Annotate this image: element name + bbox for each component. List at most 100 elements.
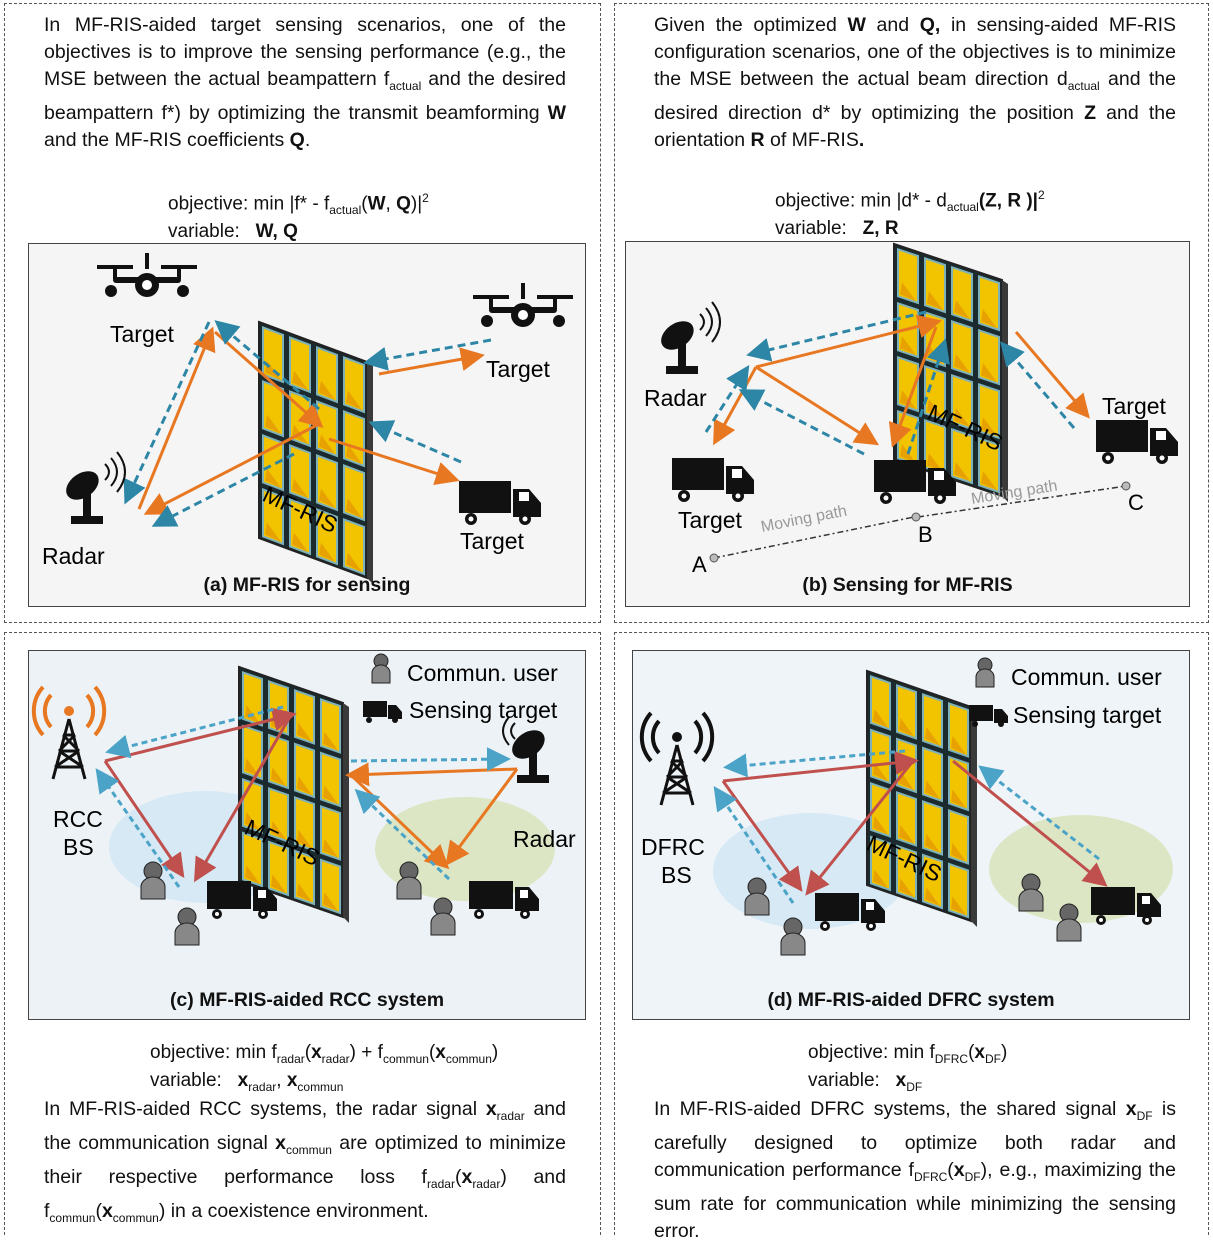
drone-icon	[97, 253, 197, 297]
legend-user: Commun. user	[407, 660, 558, 686]
ris-tile-shade	[346, 390, 362, 410]
quadrant-a-paragraph: In MF-RIS-aided target sensing scenarios…	[44, 14, 566, 151]
ris-tile-shade	[951, 896, 966, 915]
panel-d: Commun. user Sensing target DFRC BS MF-R…	[632, 650, 1190, 1020]
ris-tile-shade	[951, 735, 966, 755]
radar-icon	[661, 301, 721, 374]
label-target-2: Target	[486, 356, 551, 382]
ris-tile-shade	[900, 336, 916, 355]
beam-arrows-a	[123, 320, 492, 527]
legend-truck-icon	[363, 701, 402, 723]
ris-tile-shade	[873, 815, 888, 835]
ris-tile-shade	[245, 865, 260, 884]
ris-tile-shade	[245, 811, 260, 831]
user-icon	[140, 861, 166, 900]
label-moving-path-1: Moving path	[760, 503, 849, 536]
moving-path	[713, 485, 1127, 559]
ris-tile-shade	[927, 399, 943, 418]
ris-tile-shade	[951, 842, 966, 862]
quadrant-d-objective: objective: min fDFRC(xDF) variable: xDF	[808, 1042, 1008, 1094]
truck-icon	[1096, 420, 1178, 464]
label-radar: Radar	[42, 543, 105, 569]
beam-arrows-d	[713, 749, 1108, 904]
label-bs: BS	[63, 834, 94, 860]
user-icon	[1056, 903, 1082, 942]
ris-tile-shade	[925, 726, 940, 746]
caption-c: (c) MF-RIS-aided RCC system	[169, 989, 445, 1011]
quadrant-b-paragraph: Given the optimized W and Q, in sensing-…	[654, 14, 1176, 151]
ris-tile-shade	[346, 498, 362, 518]
caption-a: (a) MF-RIS for sensing	[203, 574, 411, 596]
ris-tile-shade	[346, 444, 362, 464]
label-b: B	[918, 522, 933, 547]
quadrant-a	[4, 3, 601, 623]
point-a	[709, 553, 719, 563]
ris-tile-shade	[323, 838, 338, 858]
user-icon	[1018, 873, 1044, 912]
label-a: A	[692, 552, 707, 577]
mf-ris-icon	[866, 669, 977, 927]
ris-tile-shade	[927, 291, 943, 310]
diagram-d: Commun. user Sensing target DFRC BS MF-R…	[639, 657, 1173, 956]
label-target-right: Target	[1102, 393, 1167, 419]
quadrant-b-objective: objective: min |d* - dactual(Z, R )|2 va…	[775, 188, 1045, 240]
ris-tile-shade	[297, 883, 312, 902]
beam-arrows-b	[704, 310, 1090, 456]
ris-tile-shade	[981, 363, 997, 382]
ris-tile-shade	[271, 820, 286, 840]
legend-user-icon	[975, 657, 995, 688]
ris-tile-shade	[899, 878, 914, 897]
ris-tile-shade	[981, 309, 997, 328]
quadrant-c	[4, 632, 601, 1235]
mf-ris-icon	[238, 665, 349, 923]
ris-tile-shade	[873, 708, 888, 728]
truck-icon	[469, 881, 539, 919]
mf-ris-icon	[258, 320, 373, 584]
caption-b: (b) Sensing for MF-RIS	[802, 574, 1013, 596]
ris-tile-shade	[925, 887, 940, 906]
diagram-c: Commun. user Sensing target RCC BS Radar…	[31, 653, 576, 946]
user-icon	[744, 877, 770, 916]
panel-b: A B C Moving path Moving path Radar Targ…	[625, 241, 1190, 607]
truck-icon	[815, 893, 885, 931]
ris-tile-shade	[925, 780, 940, 799]
ris-tile-shade	[900, 282, 916, 301]
diagram-a: Target Target Target Radar MF-RIS	[42, 253, 573, 584]
ris-tile-shade	[265, 468, 281, 488]
legend-truck-icon	[969, 705, 1008, 727]
legend-target: Sensing target	[409, 697, 558, 723]
user-icon	[396, 861, 422, 900]
ris-tile-shade	[925, 833, 940, 853]
ris-tile-shade	[319, 380, 335, 400]
truck-icon	[672, 458, 754, 502]
radar-icon	[502, 716, 549, 783]
label-radar: Radar	[513, 826, 576, 852]
legend-user-icon	[371, 653, 391, 684]
ris-tile-shade	[297, 776, 312, 795]
ris-tile-shade	[346, 552, 362, 572]
ris-tile-shade	[323, 892, 338, 911]
diagram-b: A B C Moving path Moving path Radar Targ…	[644, 242, 1178, 577]
ris-tile-shade	[899, 717, 914, 737]
label-bs: BS	[661, 862, 692, 888]
ris-tile-shade	[265, 522, 281, 542]
truck-icon	[207, 881, 277, 919]
ris-tile-shade	[873, 762, 888, 781]
ris-tile-shade	[954, 462, 970, 481]
ris-tile-shade	[954, 408, 970, 427]
label-target-3: Target	[460, 528, 525, 554]
panel-c: Commun. user Sensing target RCC BS Radar…	[28, 650, 586, 1020]
quadrant-d-paragraph: In MF-RIS-aided DFRC systems, the shared…	[654, 1098, 1177, 1242]
user-icon	[174, 907, 200, 946]
ris-tile-shade	[927, 453, 943, 472]
ris-tile-shade	[265, 414, 281, 434]
drone-icon	[473, 283, 573, 327]
radar-icon	[66, 451, 126, 524]
legend-user: Commun. user	[1011, 664, 1162, 690]
label-target-1: Target	[110, 321, 175, 347]
label-target-left: Target	[678, 507, 743, 533]
user-icon	[780, 917, 806, 956]
quadrant-b	[614, 3, 1209, 623]
label-dfrc: DFRC	[641, 834, 705, 860]
truck-icon	[1091, 887, 1161, 925]
